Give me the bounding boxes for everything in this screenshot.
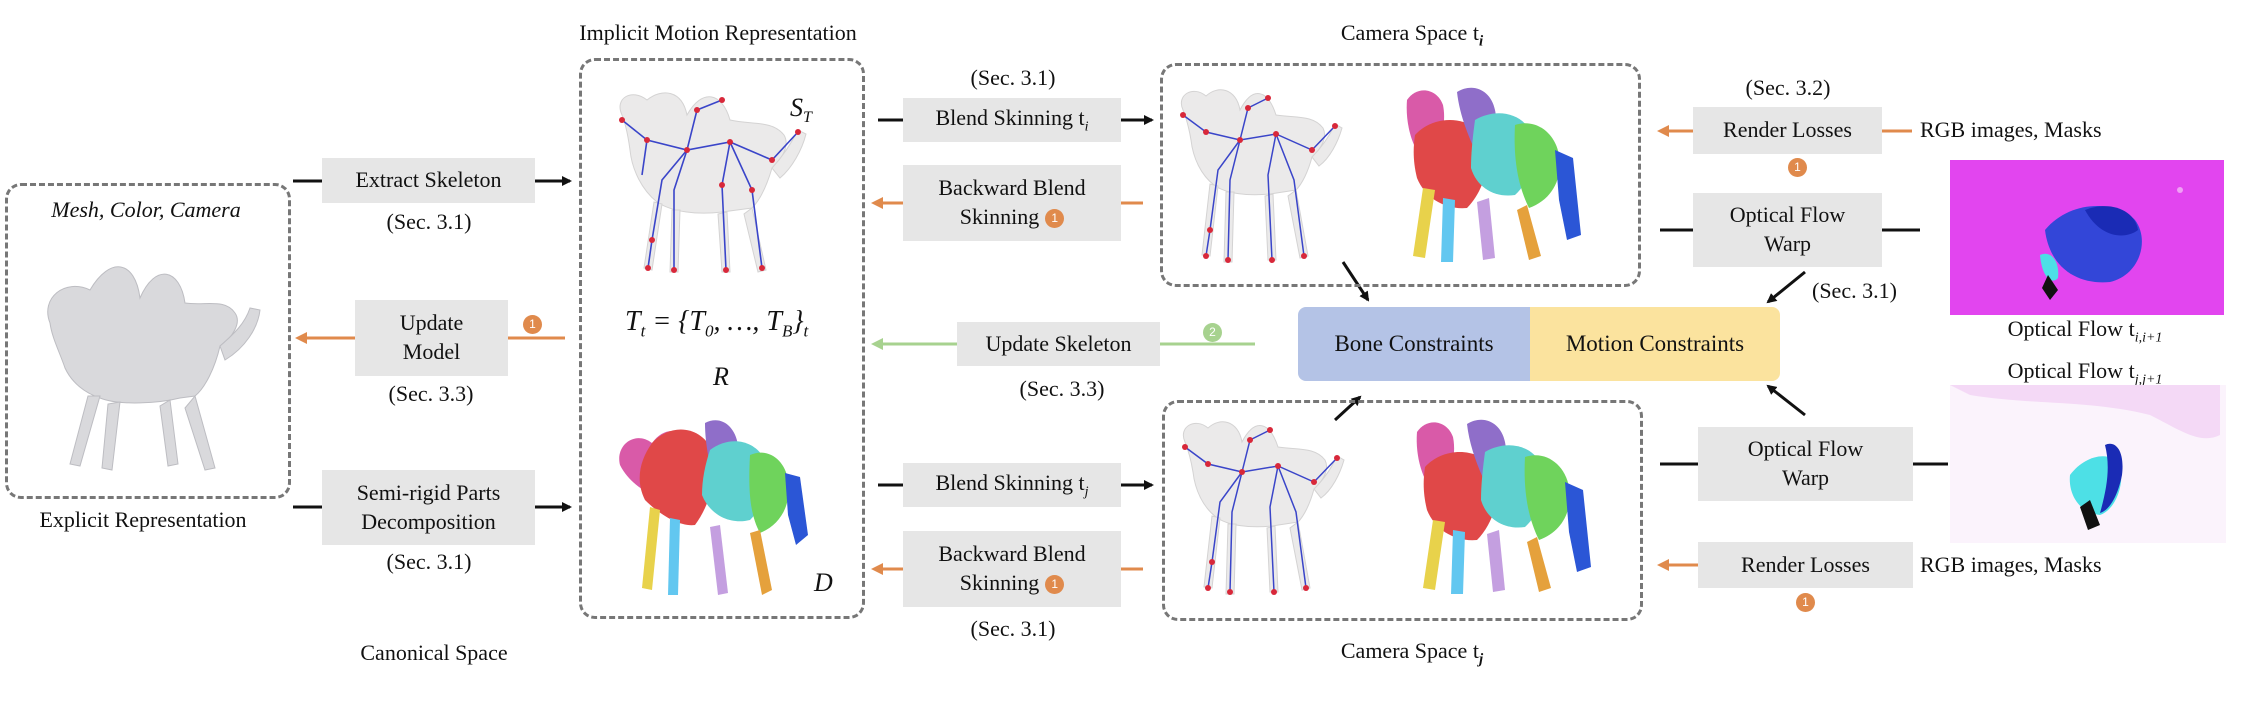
extract-skeleton-label: Extract Skeleton <box>355 167 502 193</box>
render-losses-bottom-badge: 1 <box>1796 593 1815 612</box>
render-losses-top-box: Render Losses <box>1693 107 1882 154</box>
optical-flow-warp-bottom-label-1: Optical Flow <box>1747 436 1864 462</box>
update-model-label-2: Model <box>402 339 461 364</box>
camera-space-top-frame <box>1160 63 1641 287</box>
backward-blend-top-label-1: Backward Blend <box>938 175 1086 201</box>
update-model-sec: (Sec. 3.3) <box>388 381 474 406</box>
canonical-space-caption: Canonical Space <box>360 640 508 665</box>
update-model-badge: 1 <box>523 315 542 334</box>
implicit-title: Implicit Motion Representation <box>579 20 857 45</box>
rgb-masks-bottom: RGB images, Masks <box>1920 552 2102 577</box>
explicit-title: Mesh, Color, Camera <box>51 197 241 222</box>
render-losses-bottom-label: Render Losses <box>1741 551 1870 577</box>
r-label: R <box>713 362 729 391</box>
camera-space-bottom-title: Camera Space tj <box>1340 638 1484 668</box>
update-skeleton-sec: (Sec. 3.3) <box>1019 376 1105 401</box>
blend-bottom-sec: (Sec. 3.1) <box>970 616 1056 641</box>
render-losses-sec: (Sec. 3.2) <box>1745 75 1831 100</box>
camel-skeleton-bottom-image <box>1182 421 1345 595</box>
render-losses-top-label: Render Losses <box>1723 117 1852 143</box>
d-label: D <box>814 568 833 597</box>
arrow-flow-top-to-motion <box>1766 270 1806 304</box>
camel-parts-bottom-image <box>1416 419 1591 594</box>
camel-skeleton-top-image <box>1180 89 1343 263</box>
extract-skeleton-box: Extract Skeleton <box>322 158 535 203</box>
explicit-caption: Explicit Representation <box>39 507 247 532</box>
blend-skinning-ti-box: Blend Skinning ti <box>903 98 1121 142</box>
optical-flow-warp-bottom-box: Optical Flow Warp <box>1698 427 1913 501</box>
optical-flow-warp-top-box: Optical Flow Warp <box>1693 193 1882 267</box>
motion-constraints-label: Motion Constraints <box>1565 331 1745 356</box>
arrow-cam-top-to-bone <box>1341 261 1370 302</box>
camera-space-bottom-frame <box>1162 400 1643 621</box>
camel-skeleton-image <box>619 92 807 273</box>
backward-top-badge: 1 <box>1045 209 1065 229</box>
blend-top-sec: (Sec. 3.1) <box>970 65 1056 90</box>
s-label: ST <box>790 93 812 127</box>
semi-rigid-label-1: Semi-rigid Parts <box>356 479 501 505</box>
optical-flow-warp-top-label-2: Warp <box>1763 231 1812 256</box>
camel-mesh-image <box>47 266 261 471</box>
explicit-representation-frame <box>5 183 291 499</box>
blend-skinning-ti-label: Blend Skinning ti <box>935 104 1089 135</box>
extract-skeleton-sec: (Sec. 3.1) <box>386 209 472 234</box>
optical-flow-warp-bottom-label-2: Warp <box>1781 465 1830 490</box>
optical-flow-bottom-caption: Optical Flow tj,j+1 <box>2007 358 2163 388</box>
camel-parts-top-image <box>1406 87 1581 262</box>
update-model-box: Update Model <box>355 300 508 376</box>
blend-skinning-tj-label: Blend Skinning tj <box>935 469 1089 500</box>
update-model-label-1: Update <box>399 310 464 336</box>
update-skeleton-box: Update Skeleton <box>957 322 1160 366</box>
arrow-flow-bot-to-motion <box>1766 384 1806 417</box>
optical-flow-bottom-image <box>1950 385 2226 543</box>
bone-constraints-box: Bone Constraints <box>1298 307 1530 381</box>
semi-rigid-box: Semi-rigid Parts Decomposition <box>322 470 535 545</box>
rgb-masks-top: RGB images, Masks <box>1920 117 2102 142</box>
semi-rigid-sec: (Sec. 3.1) <box>386 549 472 574</box>
update-skeleton-badge: 2 <box>1203 323 1222 342</box>
update-skeleton-label: Update Skeleton <box>985 330 1132 356</box>
motion-constraints-box: Motion Constraints <box>1530 307 1780 381</box>
optical-flow-warp-top-label-1: Optical Flow <box>1729 202 1846 228</box>
camel-parts-image-canonical <box>619 420 808 595</box>
semi-rigid-label-2: Decomposition <box>361 508 496 534</box>
render-losses-top-badge: 1 <box>1788 158 1807 177</box>
optical-flow-top-image <box>1950 160 2224 315</box>
render-losses-bottom-box: Render Losses <box>1698 542 1913 588</box>
optical-flow-top-caption: Optical Flow ti,i+1 <box>2007 316 2163 346</box>
camera-space-top-title: Camera Space ti <box>1340 20 1484 50</box>
blend-skinning-tj-box: Blend Skinning tj <box>903 463 1121 507</box>
transform-formula: Tt = {T0, …, TB}t <box>625 306 809 341</box>
backward-bot-badge: 1 <box>1045 575 1065 595</box>
backward-blend-bot-label-1: Backward Blend <box>938 541 1086 567</box>
implicit-representation-frame <box>579 58 865 619</box>
bone-constraints-label: Bone Constraints <box>1334 331 1494 356</box>
optical-flow-sec: (Sec. 3.1) <box>1812 278 1897 303</box>
